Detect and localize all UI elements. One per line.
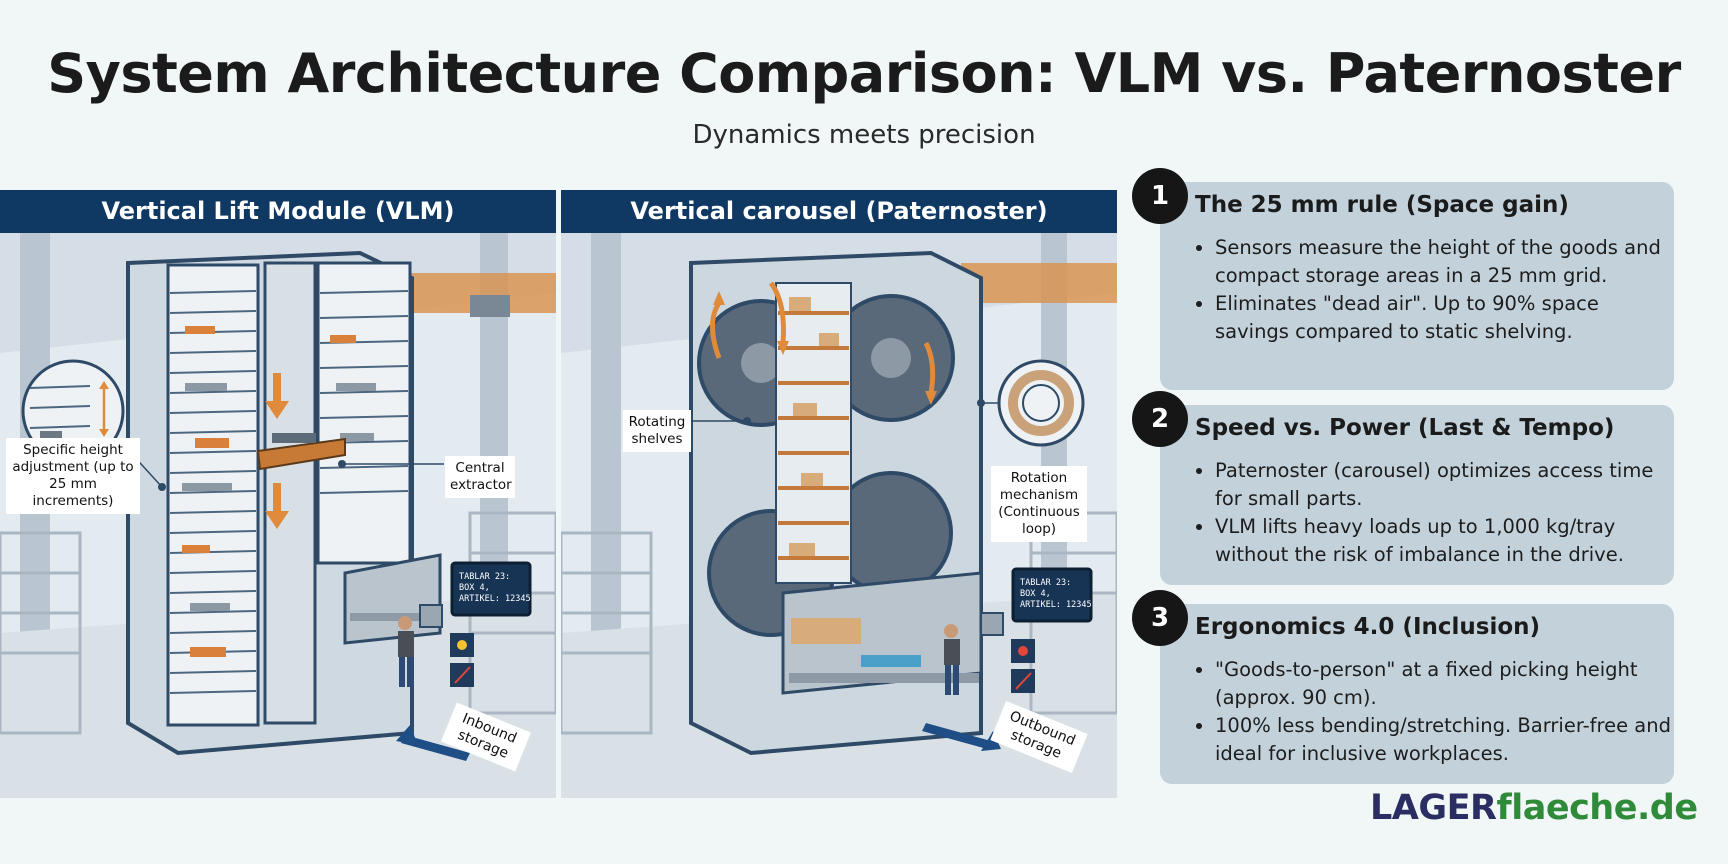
operator-figure (398, 616, 414, 687)
rotating-shelves-callout: Rotating shelves (623, 410, 691, 452)
card-bullet: "Goods-to-person" at a fixed picking hei… (1215, 656, 1675, 712)
vlm-screen-line-3: ARTIKEL: 12345 (459, 594, 531, 604)
vlm-screen-line-1: TABLAR 23: (459, 572, 510, 582)
page-subtitle: Dynamics meets precision (692, 120, 1036, 150)
paternoster-screen-line-2: BOX 4, (1020, 589, 1051, 599)
paternoster-panel-title: Vertical carousel (Paternoster) (561, 190, 1117, 233)
paternoster-screen-line-3: ARTIKEL: 12345 (1020, 600, 1092, 610)
brand-logo: LAGERflaeche.de (1370, 788, 1698, 828)
height-adjustment-callout: Specific height adjustment (up to 25 mm … (6, 438, 140, 514)
card-bullet: VLM lifts heavy loads up to 1,000 kg/tra… (1215, 513, 1675, 569)
page-title: System Architecture Comparison: VLM vs. … (47, 42, 1681, 105)
paternoster-operator-figure (944, 624, 960, 695)
card-number: 2 (1132, 391, 1188, 447)
card-bullets: Sensors measure the height of the goods … (1195, 234, 1675, 346)
card-number: 3 (1132, 590, 1188, 646)
card-bullets: Paternoster (carousel) optimizes access … (1195, 457, 1675, 569)
logo-part-lager: LAGER (1370, 788, 1497, 828)
card-bullets: "Goods-to-person" at a fixed picking hei… (1195, 656, 1675, 768)
vlm-panel: Vertical Lift Module (VLM) (0, 190, 556, 798)
card-bullet: Sensors measure the height of the goods … (1215, 234, 1675, 290)
card-title: Ergonomics 4.0 (Inclusion) (1195, 614, 1541, 640)
card-bullet: 100% less bending/stretching. Barrier-fr… (1215, 712, 1675, 768)
card-title: Speed vs. Power (Last & Tempo) (1195, 415, 1615, 441)
logo-part-flaeche: flaeche.de (1496, 788, 1698, 828)
vlm-illustration: TABLAR 23: BOX 4, ARTIKEL: 12345 (0, 233, 556, 798)
vlm-panel-title: Vertical Lift Module (VLM) (0, 190, 556, 233)
paternoster-panel: Vertical carousel (Paternoster) (561, 190, 1117, 798)
card-bullet: Paternoster (carousel) optimizes access … (1215, 457, 1675, 513)
paternoster-screen-line-1: TABLAR 23: (1020, 578, 1071, 588)
rotation-mechanism-callout: Rotation mechanism (Continuous loop) (991, 466, 1087, 542)
vlm-screen-line-2: BOX 4, (459, 583, 490, 593)
card-speed-power: 2 Speed vs. Power (Last & Tempo) Paterno… (1132, 391, 1675, 585)
card-bullet: Eliminates "dead air". Up to 90% space s… (1215, 290, 1675, 346)
card-space-gain: 1 The 25 mm rule (Space gain) Sensors me… (1132, 168, 1675, 390)
card-ergonomics: 3 Ergonomics 4.0 (Inclusion) "Goods-to-p… (1132, 590, 1675, 784)
central-extractor-callout: Central extractor (445, 456, 515, 498)
card-title: The 25 mm rule (Space gain) (1195, 192, 1569, 218)
paternoster-illustration: TABLAR 23: BOX 4, ARTIKEL: 12345 (561, 233, 1117, 798)
card-number: 1 (1132, 168, 1188, 224)
